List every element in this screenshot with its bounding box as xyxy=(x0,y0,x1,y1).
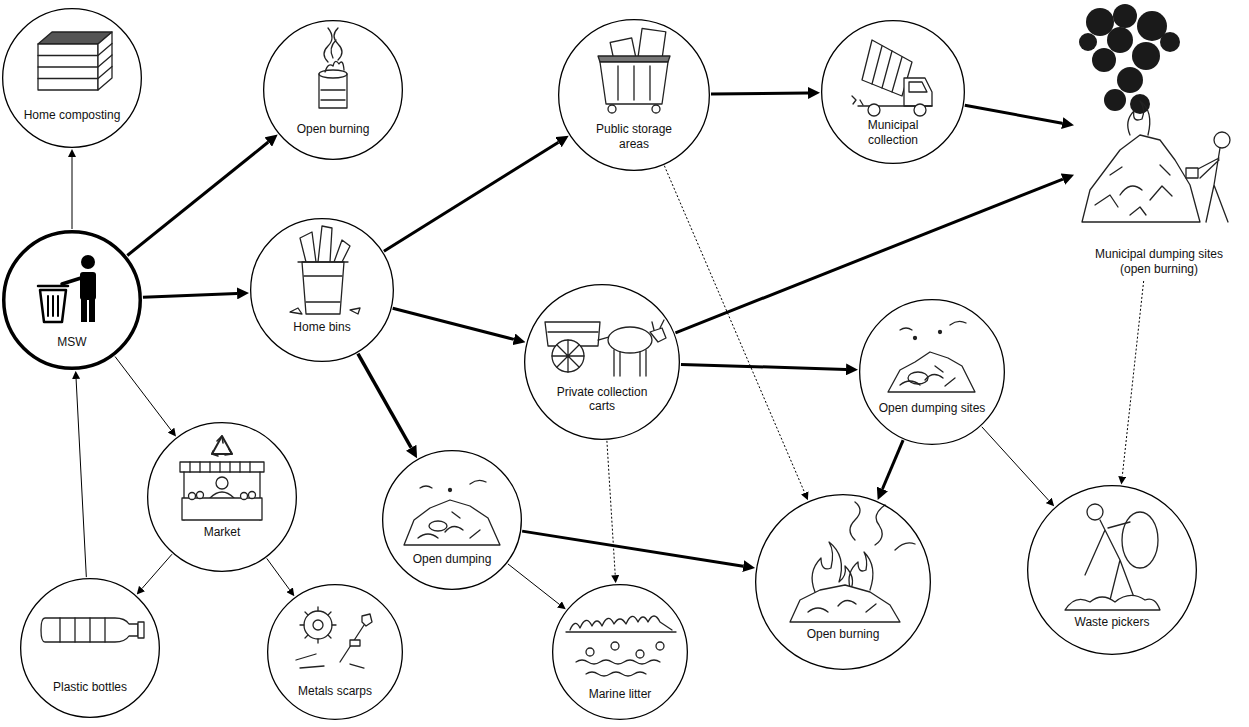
burning-pile-drawing xyxy=(790,502,915,622)
circle-border xyxy=(251,219,394,362)
process-circle: Public storage areas xyxy=(558,19,710,171)
flow-arrow xyxy=(127,142,268,255)
process-circle: Open burning xyxy=(755,494,931,670)
flow-arrow xyxy=(522,531,743,566)
image-node: Municipal dumping sites (open burning) xyxy=(1075,2,1243,280)
flow-arrow xyxy=(143,293,237,297)
circle-border xyxy=(268,585,403,720)
dumping-site-drawing xyxy=(1079,4,1230,222)
circle-outline xyxy=(1027,485,1197,655)
circle-border xyxy=(559,20,710,171)
market-stall-drawing xyxy=(180,436,264,520)
circle-outline xyxy=(755,494,931,670)
node-label: Plastic bottles xyxy=(53,680,127,694)
process-circle: Municipal collection xyxy=(821,20,965,164)
dumpster-drawing xyxy=(598,28,670,113)
flow-arrow xyxy=(675,179,1062,333)
circle-border xyxy=(822,21,965,164)
node-label: Marine litter xyxy=(589,687,652,701)
process-circle: Home bins xyxy=(250,218,394,362)
circle-outline xyxy=(263,20,403,160)
flow-arrow xyxy=(508,564,560,605)
node-label: Municipal dumping sites (open burning) xyxy=(1082,247,1237,276)
process-circle: Private collection carts xyxy=(524,284,680,440)
circle-border xyxy=(383,451,522,590)
msw-icon xyxy=(38,255,96,322)
node-label: MSW xyxy=(57,335,86,349)
flow-arrow xyxy=(142,554,172,588)
process-circle: MSW xyxy=(2,230,142,370)
circle-border xyxy=(553,585,688,720)
circle-border xyxy=(148,423,297,572)
flow-arrow xyxy=(76,379,86,577)
process-circle: Plastic bottles xyxy=(20,578,160,718)
node-label: Home bins xyxy=(293,320,350,334)
node-label: Market xyxy=(204,525,241,539)
process-circle: Open burning xyxy=(263,20,403,160)
circle-outline xyxy=(382,450,522,590)
flow-arrow xyxy=(115,356,171,430)
waste-picker-drawing xyxy=(1065,504,1160,610)
circle-border xyxy=(1028,486,1197,655)
process-circle: Open dumping sites xyxy=(859,299,1005,445)
flow-arrow xyxy=(358,354,411,448)
circle-outline xyxy=(859,299,1005,445)
circle-border xyxy=(264,21,403,160)
burning-barrel-drawing xyxy=(319,28,347,108)
flow-arrow xyxy=(681,364,846,369)
node-label: Metals scarps xyxy=(298,684,372,698)
plastic-bottle-drawing xyxy=(41,618,144,642)
process-circle: Marine litter xyxy=(552,584,688,720)
node-label: Open dumping sites xyxy=(879,401,986,415)
flow-arrow xyxy=(72,157,73,229)
compost-bin-drawing xyxy=(38,32,112,90)
circle-outline xyxy=(250,218,394,362)
flow-arrow xyxy=(607,441,615,575)
circle-outline xyxy=(147,422,297,572)
flow-arrow xyxy=(1122,281,1143,477)
home-bin-drawing xyxy=(290,226,360,314)
flow-arrow xyxy=(393,308,514,339)
circle-outline xyxy=(524,284,680,440)
node-label: Open burning xyxy=(807,627,880,641)
process-circle: Metals scarps xyxy=(267,584,403,720)
open-dumping-drawing xyxy=(404,480,500,545)
node-label: Waste pickers xyxy=(1075,615,1150,629)
node-label: Municipal collection xyxy=(853,118,933,147)
metal-scrap-drawing xyxy=(296,607,372,668)
circle-border xyxy=(21,579,160,718)
circle-border xyxy=(3,9,142,148)
open-dumping-site-drawing xyxy=(888,321,975,392)
ox-cart-drawing xyxy=(545,320,666,376)
dump-truck-drawing xyxy=(852,40,932,116)
node-label: Open burning xyxy=(297,122,370,136)
flow-arrow xyxy=(267,558,290,589)
node-label: Private collection carts xyxy=(550,385,655,414)
flow-arrow xyxy=(882,440,903,489)
circle-border xyxy=(525,285,680,440)
process-circle: Home composting xyxy=(2,8,142,148)
circle-outline xyxy=(20,578,160,718)
node-label: Open dumping xyxy=(413,552,492,566)
marine-litter-drawing xyxy=(566,616,676,676)
circle-border xyxy=(4,232,141,369)
flow-arrow xyxy=(965,105,1062,123)
circle-border xyxy=(756,495,931,670)
circle-border xyxy=(860,300,1005,445)
circle-outline xyxy=(2,8,142,148)
process-circle: Open dumping xyxy=(382,450,522,590)
node-label: Home composting xyxy=(24,108,121,122)
process-circle: Market xyxy=(147,422,297,572)
circle-outline xyxy=(267,584,403,720)
flow-arrow xyxy=(384,142,559,251)
flow-arrow xyxy=(711,93,808,94)
flow-arrow xyxy=(982,427,1049,501)
process-circle: Waste pickers xyxy=(1027,485,1197,655)
node-label: Public storage areas xyxy=(589,122,679,151)
